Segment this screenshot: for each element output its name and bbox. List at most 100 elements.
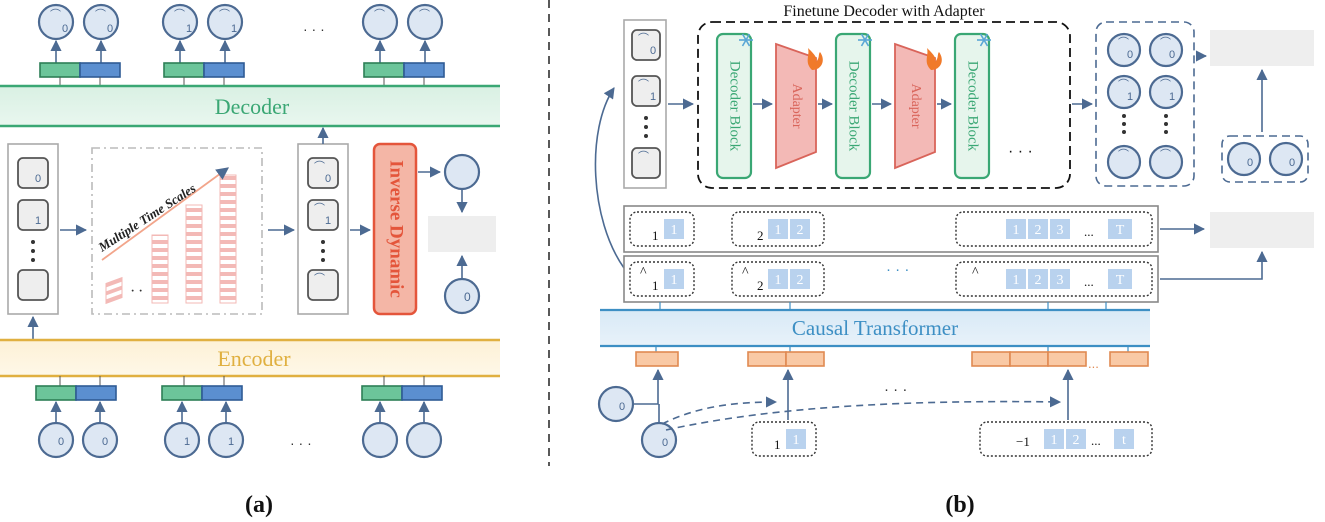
finetune-label: Finetune Decoder with Adapter xyxy=(783,3,985,20)
panel-a: ⌒ 0 ⌒ 0 ⌒ 1 ⌒ 1 ⌒ ⌒ · · · xyxy=(0,3,500,518)
state-circle xyxy=(443,277,481,315)
subscript-one: 1 xyxy=(1127,91,1133,103)
action-circle xyxy=(443,153,481,191)
hat-mark: ⌒ xyxy=(219,8,230,21)
b-state-box xyxy=(631,75,661,107)
token-index: 3 xyxy=(1057,223,1064,238)
target-circle xyxy=(1268,141,1304,177)
seq-ellipsis: · xyxy=(130,283,135,300)
decoder-label: Decoder xyxy=(215,94,290,119)
hat-mark: ⌒ xyxy=(1118,78,1129,91)
predicted-state-box xyxy=(307,269,339,301)
hat-mark: ⌒ xyxy=(419,8,430,21)
group-index: 2 xyxy=(757,278,764,293)
trainable-icon xyxy=(807,48,942,70)
bottom-ellipsis: · · · xyxy=(290,435,312,451)
token-index: 1 xyxy=(775,273,782,288)
input-circle xyxy=(163,421,201,459)
subscript-zero: 0 xyxy=(1289,157,1295,169)
output-circle xyxy=(206,3,244,41)
panel-b: ⌒ 0 ⌒ 1 ⌒ Finetune Decoder with Adapter … xyxy=(594,2,1314,518)
token-orange xyxy=(971,351,1011,367)
mid-ellipsis: · · · xyxy=(886,261,909,278)
output-circle xyxy=(361,3,399,41)
token-green xyxy=(361,385,403,401)
token-blue xyxy=(203,62,245,78)
state-box xyxy=(17,157,49,189)
history-group xyxy=(751,421,817,457)
causal-transformer-label: Causal Transformer xyxy=(792,316,958,340)
decoder-block-label: Decoder Block xyxy=(727,61,743,152)
token-ticks xyxy=(59,77,425,86)
subscript-zero: 0 xyxy=(464,290,471,304)
token-group xyxy=(629,211,695,247)
adapters xyxy=(775,42,936,170)
token-index: 2 xyxy=(1035,223,1042,238)
row-ellipsis: ... xyxy=(1091,433,1101,448)
input-circle xyxy=(81,421,119,459)
hat-mark: ⌒ xyxy=(638,150,649,163)
state-box xyxy=(17,269,49,301)
frozen-icon xyxy=(739,33,991,47)
loss-box xyxy=(1210,212,1314,248)
top-ellipsis: · · · xyxy=(303,21,325,37)
token-index: 1 xyxy=(671,223,678,238)
output-circle xyxy=(37,3,75,41)
token-ellipsis: ... xyxy=(1088,356,1099,371)
decoder-block-label: Decoder Block xyxy=(965,61,981,152)
decoder-block xyxy=(715,32,753,180)
hat-mark: ⌒ xyxy=(50,8,61,21)
token-blue xyxy=(75,385,117,401)
adapter-label: Adapter xyxy=(908,83,923,128)
subscript-one: 1 xyxy=(231,23,237,35)
output-circle xyxy=(406,3,444,41)
subscript-zero: 0 xyxy=(1127,49,1133,61)
subscript-one: 1 xyxy=(35,215,41,227)
decoder-block xyxy=(953,32,991,180)
token-orange xyxy=(635,351,679,367)
token-orange xyxy=(747,351,787,367)
token-index: 3 xyxy=(1057,273,1064,288)
token-index: 1 xyxy=(1051,433,1058,448)
output-circle xyxy=(1106,144,1142,180)
caption-b: (b) xyxy=(945,492,974,518)
token-index: 2 xyxy=(797,273,804,288)
caption-a: (a) xyxy=(245,492,273,518)
input-circle xyxy=(37,421,75,459)
token-index: T xyxy=(1116,273,1125,288)
inverse-dynamic-block xyxy=(372,142,418,316)
token-index: 1 xyxy=(1013,273,1020,288)
subscript-zero: 0 xyxy=(107,23,113,35)
target-token-row xyxy=(623,205,1159,253)
subscript-one: 1 xyxy=(1169,91,1175,103)
hat-mark: ⌒ xyxy=(638,32,649,45)
adapter-block xyxy=(775,42,817,170)
decoder-blocks xyxy=(715,32,991,180)
target-circle xyxy=(1226,141,1262,177)
hat-mark: ⌒ xyxy=(174,8,185,21)
subscript-zero: 0 xyxy=(102,436,108,448)
token-group xyxy=(629,261,695,297)
token-green xyxy=(39,62,81,78)
output-circle xyxy=(1148,74,1184,110)
token-index: 2 xyxy=(797,223,804,238)
subscript-one: 1 xyxy=(325,215,331,227)
subscript-one: 1 xyxy=(186,23,192,35)
output-circle xyxy=(161,3,199,41)
group-index: 1 xyxy=(774,437,781,452)
output-circle xyxy=(1148,144,1184,180)
token-blue xyxy=(201,385,243,401)
multiscale-box xyxy=(91,147,263,315)
finetune-box xyxy=(697,21,1071,189)
subscript-zero: 0 xyxy=(58,436,64,448)
token-green xyxy=(363,62,405,78)
subscript-one: 1 xyxy=(650,91,656,103)
subscript-zero: 0 xyxy=(650,45,656,57)
subscript-zero: 0 xyxy=(62,23,68,35)
multiscale-bars xyxy=(105,174,237,305)
group-index: 1 xyxy=(652,228,659,243)
decoder-output-arrows xyxy=(50,39,431,63)
decoder-output-circles xyxy=(37,3,444,41)
token-index: 1 xyxy=(775,223,782,238)
